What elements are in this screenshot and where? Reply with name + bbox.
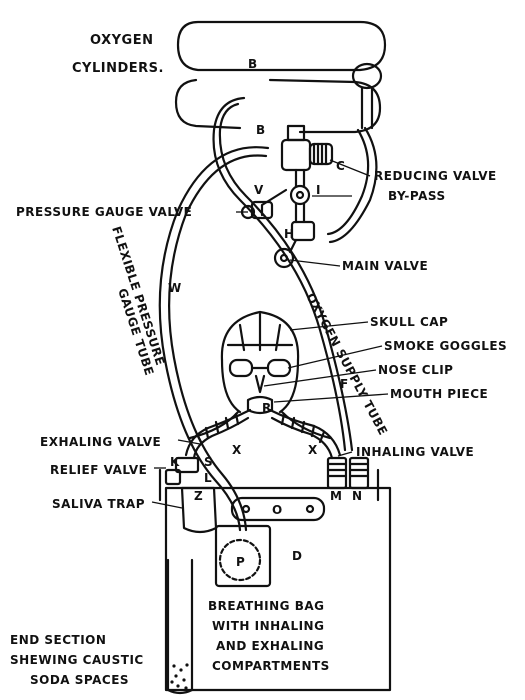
label-breathing-bag-4: COMPARTMENTS — [212, 659, 330, 673]
letter-d: D — [292, 549, 302, 563]
lower-oxygen-cylinder — [174, 78, 382, 134]
label-oxygen: OXYGEN — [90, 33, 153, 48]
letter-z: Z — [194, 489, 203, 503]
nose-clip — [254, 374, 266, 394]
tube-corrugations — [196, 412, 326, 446]
cylinder-outlet-pipe-inner — [326, 128, 370, 236]
skull-cap — [220, 310, 300, 362]
label-breathing-bag-1: BREATHING BAG — [208, 599, 325, 613]
label-relief-valve: RELIEF VALVE — [50, 463, 147, 477]
letter-b-pipe: B — [256, 123, 266, 137]
letter-b-cylinder: B — [248, 57, 258, 71]
caustic-soda-dots — [170, 663, 189, 690]
exhaling-breathing-tube — [184, 408, 252, 457]
label-breathing-bag-2: WITH INHALING — [212, 619, 324, 633]
pressure-gauge-dial — [218, 538, 262, 582]
bypass-valve — [289, 184, 311, 206]
letter-f: F — [340, 377, 349, 391]
flexible-pressure-gauge-tube — [158, 146, 270, 532]
oxygen-supply-tube-outer — [218, 102, 354, 452]
label-breathing-bag-3: AND EXHALING — [216, 639, 324, 653]
main-valve-fitting — [290, 220, 316, 242]
letter-l: L — [204, 471, 212, 485]
reducing-valve-knurl — [312, 142, 328, 166]
letter-o: O — [272, 503, 283, 517]
smoke-goggles-right — [266, 358, 292, 378]
label-inhaling-valve: INHALING VALVE — [356, 445, 474, 459]
upper-oxygen-cylinder — [176, 20, 387, 72]
valve-stem — [294, 168, 306, 224]
label-skull-cap: SKULL CAP — [370, 315, 448, 329]
label-nose-clip: NOSE CLIP — [378, 363, 453, 377]
label-saliva-trap: SALIVA TRAP — [52, 497, 145, 511]
cylinder-outlet-pipe — [328, 126, 378, 244]
main-valve-wheel-hub — [279, 253, 289, 263]
label-main-valve: MAIN VALVE — [342, 259, 428, 273]
letter-n: N — [352, 489, 363, 503]
main-valve-stem — [288, 238, 298, 254]
flexible-pressure-gauge-tube-inner — [168, 154, 268, 532]
gauge-valve-body — [250, 200, 274, 220]
bag-strap-stud-left — [241, 504, 251, 514]
main-valve-wheel — [273, 247, 295, 269]
bypass-valve-hub — [295, 190, 305, 200]
letter-p: P — [236, 555, 245, 569]
gauge-valve-pipe — [260, 188, 288, 217]
letter-m: M — [330, 489, 342, 503]
label-end-section-2: SHEWING CAUSTIC — [10, 653, 144, 667]
cylinder-clamp — [360, 86, 374, 130]
valve-threads — [326, 462, 370, 478]
skull-cap-seams — [226, 312, 294, 352]
pressure-gauge-pocket — [214, 524, 272, 588]
body-outline — [158, 468, 380, 502]
breathing-bag — [164, 486, 392, 692]
exhaling-valve-housing — [174, 456, 200, 474]
face-outline — [220, 358, 300, 414]
label-end-section-3: SODA SPACES — [30, 673, 129, 687]
reducing-valve-top-fitting — [286, 124, 306, 142]
smoke-goggles-left — [228, 358, 254, 378]
label-smoke-goggles: SMOKE GOGGLES — [384, 339, 507, 353]
label-mouth-piece: MOUTH PIECE — [390, 387, 488, 401]
letter-k: K — [170, 455, 180, 469]
letter-c: C — [336, 159, 345, 173]
label-reducing-valve: REDUCING VALVE — [374, 169, 497, 183]
letter-h: H — [284, 227, 295, 241]
letter-v: V — [254, 183, 264, 197]
letter-x-left: X — [232, 443, 242, 457]
letter-w: W — [168, 281, 182, 295]
inhaling-valve-housing-m — [326, 456, 348, 490]
end-section-caustic-soda — [166, 558, 194, 695]
label-exhaling-valve: EXHALING VALVE — [40, 435, 161, 449]
oxygen-supply-tube — [212, 96, 347, 452]
leader-lines — [151, 159, 389, 509]
reducing-valve-body — [280, 138, 312, 172]
bag-strap — [230, 496, 326, 522]
cylinder-end-cap — [351, 62, 383, 90]
label-by-pass: BY-PASS — [388, 189, 446, 203]
letter-s: S — [204, 455, 213, 469]
relief-valve-housing — [164, 468, 182, 486]
label-end-section-1: END SECTION — [10, 633, 106, 647]
letter-r: R — [262, 401, 272, 415]
bag-strap-stud-right — [305, 504, 315, 514]
inhaling-valve-housing-n — [348, 456, 370, 490]
label-pressure-gauge-valve: PRESSURE GAUGE VALVE — [16, 205, 192, 219]
letter-x-right: X — [308, 443, 318, 457]
label-cylinders: CYLINDERS. — [72, 61, 164, 76]
letter-i: I — [316, 183, 321, 197]
